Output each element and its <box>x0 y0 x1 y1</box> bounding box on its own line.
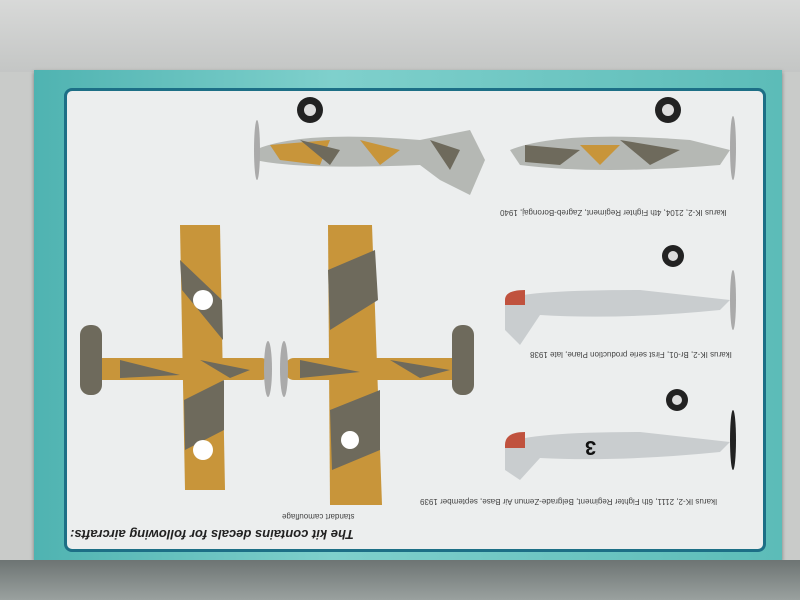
background-top <box>0 0 800 72</box>
side-view-silver-numbered <box>505 389 736 480</box>
side-view-silver <box>505 245 736 345</box>
top-view-left <box>80 225 272 490</box>
heading: The kit contains decals for following ai… <box>70 527 354 542</box>
side-view-camo <box>254 97 485 195</box>
caption-2104: Ikarus IK-2, 2104, 4th Fighter Regiment,… <box>500 208 727 217</box>
side-view-camo-2 <box>510 97 736 180</box>
caption-br01: Ikarus IK-2, Br-01, First serie producti… <box>530 350 732 359</box>
background-bottom <box>0 560 800 600</box>
caption-2111: Ikarus IK-2, 2111, 6th Fighter Regiment,… <box>420 497 718 506</box>
camouflage-label: standart camouflage <box>282 512 355 521</box>
top-view-right <box>280 225 474 505</box>
aircraft-number: 3 <box>585 436 597 458</box>
